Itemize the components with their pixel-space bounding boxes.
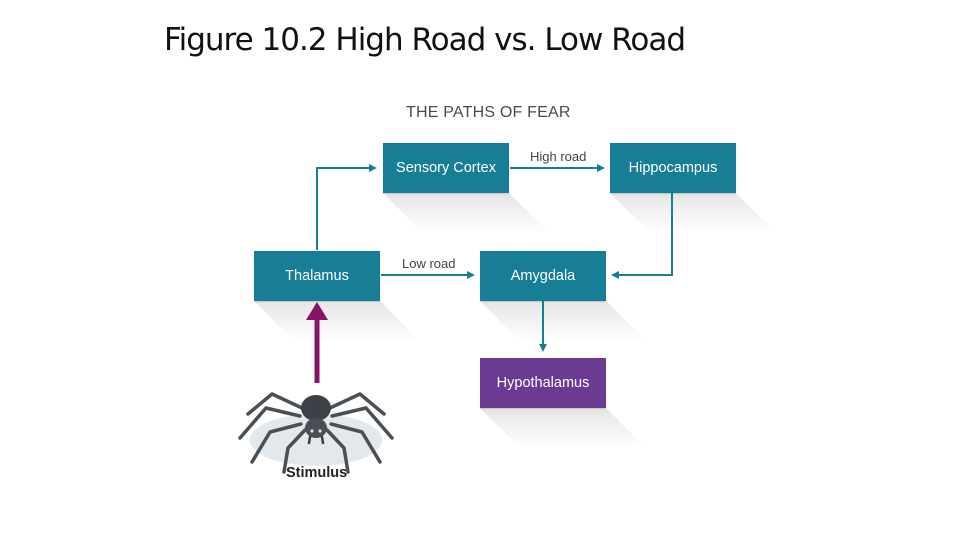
thalamus-node: Thalamus [254, 251, 380, 301]
diagram-title: THE PATHS OF FEAR [406, 104, 571, 121]
sensory-cortex-node: Sensory Cortex [383, 143, 509, 193]
low-road-label: Low road [402, 256, 456, 271]
stimulus-label: Stimulus [286, 465, 348, 481]
hypothalamus-node: Hypothalamus [480, 358, 606, 408]
hippocampus-node: Hippocampus [610, 143, 736, 193]
spider-illustration [238, 392, 394, 474]
slide-title: Figure 10.2 High Road vs. Low Road [164, 22, 686, 58]
hippocampus-to-amygdala-arrow [611, 193, 673, 279]
high-road-label: High road [530, 149, 587, 164]
stimulus-arrowhead [306, 302, 328, 320]
amygdala-node: Amygdala [480, 251, 606, 301]
thalamus-to-sensory-cortex-arrow [316, 164, 377, 250]
